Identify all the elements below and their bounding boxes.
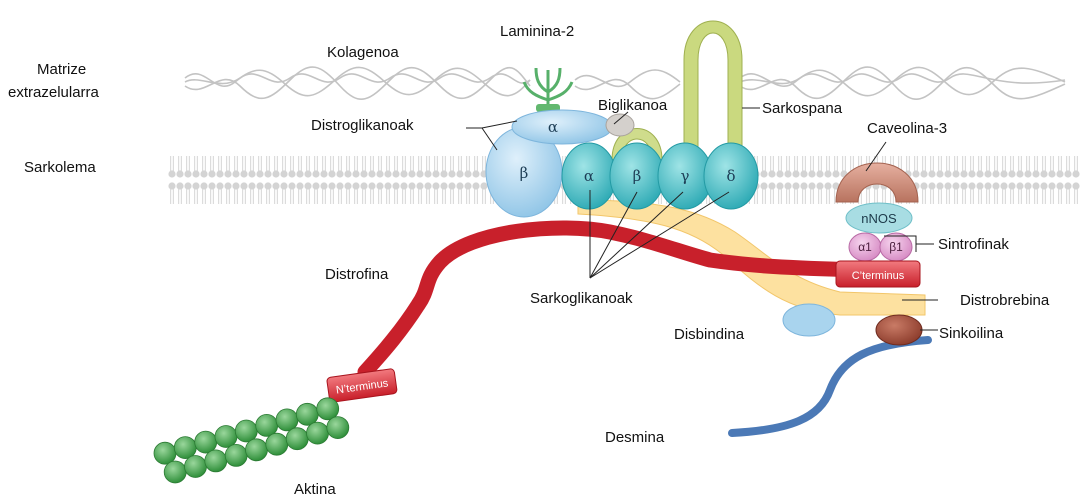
actin-monomer	[307, 422, 329, 444]
dystroglycan-alpha	[512, 110, 612, 144]
sg-alpha-symbol: α	[584, 167, 594, 185]
actin-monomer	[174, 437, 196, 459]
nnos-label: nNOS	[861, 211, 897, 226]
collagen-fibers	[185, 67, 1065, 99]
actin-monomer	[164, 461, 186, 483]
laminin-2	[524, 68, 572, 104]
actin-monomer	[286, 428, 308, 450]
label-syntrophins: Sintrofinak	[938, 236, 1009, 253]
actin-monomer	[185, 456, 207, 478]
label-dystrophin: Distrofina	[325, 266, 389, 283]
dysbindin	[783, 304, 835, 336]
biglycan	[606, 114, 634, 136]
syn-b1-label: β1	[889, 240, 903, 254]
label-ecm-line2: extrazelularra	[8, 84, 100, 101]
syncoilin	[876, 315, 922, 345]
syn-a1-label: α1	[858, 240, 872, 254]
actin-monomer	[225, 444, 247, 466]
label-sarcolemma: Sarkolema	[24, 159, 96, 176]
label-dysbindin: Disbindina	[674, 326, 745, 343]
actin-monomer	[246, 439, 268, 461]
label-sarcoglycans: Sarkoglikanoak	[530, 290, 633, 307]
label-laminin: Laminina-2	[500, 23, 574, 40]
sg-beta-symbol: β	[633, 167, 642, 185]
label-dystroglycans: Distroglikanoak	[311, 117, 414, 134]
sg-delta-symbol: δ	[726, 167, 735, 185]
label-biglycan: Biglikanoa	[598, 97, 668, 114]
label-desmin: Desmina	[605, 429, 665, 446]
label-dystrobrevin: Distrobrebina	[960, 292, 1050, 309]
actin-monomer	[327, 417, 349, 439]
label-caveolin: Caveolina-3	[867, 120, 947, 137]
label-sarcospan: Sarkospana	[762, 100, 843, 117]
n-terminus-box: N’terminus	[327, 368, 398, 402]
label-collagen: Kolagenoa	[327, 44, 399, 61]
sg-gamma-symbol: γ	[681, 167, 690, 185]
sarcospan	[684, 21, 742, 162]
actin-monomer	[266, 433, 288, 455]
desmin-filament	[732, 340, 928, 433]
c-terminus-label: C’terminus	[852, 270, 905, 282]
dg-beta-symbol: β	[520, 164, 529, 182]
label-actin: Aktina	[294, 481, 336, 497]
actin-monomer	[205, 450, 227, 472]
label-syncoilin: Sinkoilina	[939, 325, 1004, 342]
actin-monomer	[215, 426, 237, 448]
label-ecm-line1: Matrize	[37, 61, 86, 78]
actin-filament	[154, 398, 349, 483]
dg-alpha-symbol: α	[548, 118, 558, 136]
